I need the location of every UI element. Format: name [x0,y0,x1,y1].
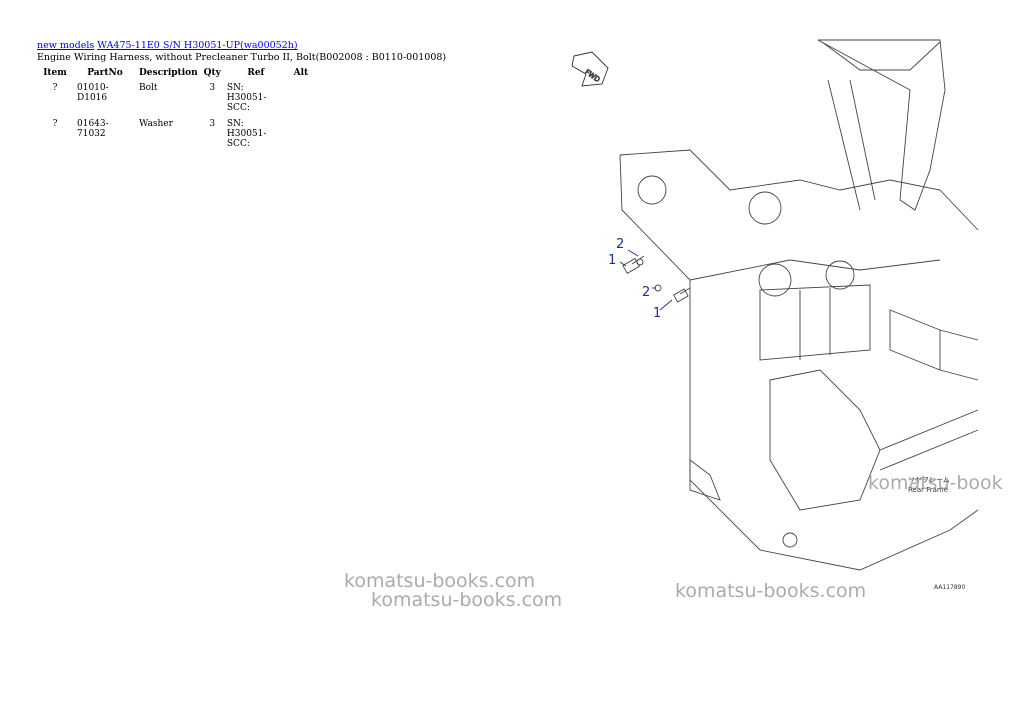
cell-item: ? [52,119,58,129]
col-alt: Alt [293,68,309,78]
cell-description: Bolt [139,83,158,93]
cell-item: ? [52,83,58,93]
callout-1: 1 [653,306,661,321]
frame-top-outline [619,149,979,231]
callout-2: 2 [616,237,624,252]
cell-alt [288,80,314,116]
cell-partno: 01643-71032 [77,119,109,139]
cell-description: Washer [139,119,173,129]
col-qty: Qty [203,68,221,78]
rear-opening-shape [769,369,881,511]
callout-2: 2 [642,285,650,300]
table-header-row: Item PartNo Description Qty Ref Alt [36,66,314,80]
upper-bracket-shape [817,39,946,211]
col-ref: Ref [247,68,265,78]
parts-diagram: FWD 2 1 2 1 リヤフレーム Rear Frame AA1 [571,39,979,591]
new-models-link[interactable]: new models [37,40,95,51]
watermark: komatsu-books.com [344,570,536,592]
watermark: komatsu-book [868,472,1003,494]
bolt-icon [673,287,691,303]
washer-icon [636,258,644,266]
col-description: Description [139,68,198,78]
cell-ref: SN: H30051-SCC: [226,119,267,149]
cell-partno: 01010-D1016 [77,83,109,103]
parts-table: Item PartNo Description Qty Ref Alt ? 01… [36,66,314,152]
col-item: Item [43,68,67,78]
page-title: Engine Wiring Harness, without Precleane… [37,52,447,63]
breadcrumb: new models WA475-11E0 S/N H30051-UP(wa00… [37,40,298,52]
cell-qty: 3 [209,83,216,93]
watermark: komatsu-books.com [675,580,867,602]
diagram-code: AA117890 [934,584,965,591]
rear-frame-jp-label: リヤフレーム [908,476,950,484]
cell-ref: SN: H30051-SCC: [226,83,267,113]
cell-alt [288,116,314,152]
cell-qty: 3 [209,119,216,129]
fwd-arrow-icon: FWD [571,51,609,87]
table-row: ? 01010-D1016 Bolt 3 SN: H30051-SCC: [36,80,314,116]
table-row: ? 01643-71032 Washer 3 SN: H30051-SCC: [36,116,314,152]
col-partno: PartNo [87,68,123,78]
watermark: komatsu-books.com [371,589,563,611]
model-link[interactable]: WA475-11E0 S/N H30051-UP(wa00052h) [97,40,298,51]
rear-frame-label: Rear Frame [908,486,948,494]
callout-1: 1 [608,253,616,268]
